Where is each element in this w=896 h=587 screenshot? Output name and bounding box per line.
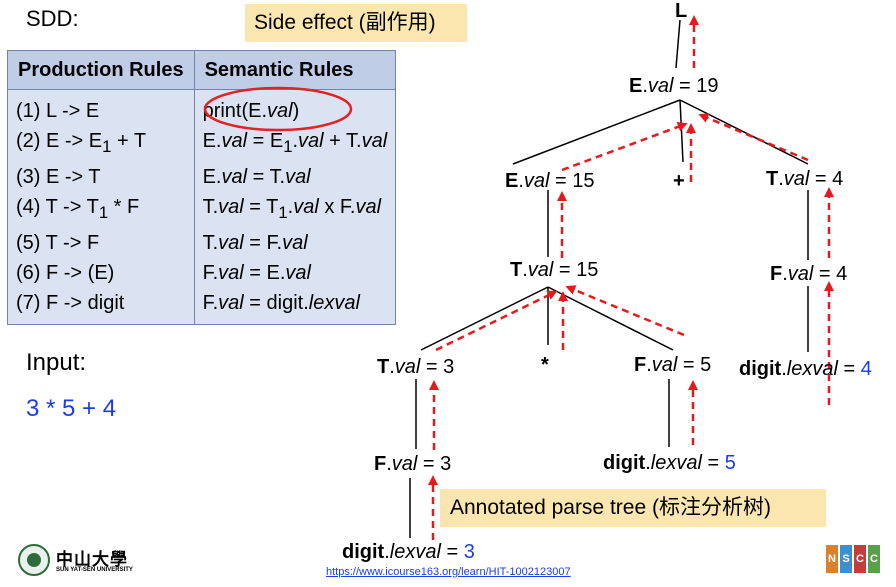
input-expression: 3 * 5 + 4: [26, 395, 117, 422]
production-rule-6: (6) F -> (E): [16, 262, 115, 284]
node-f-5: F.val = 5: [634, 354, 711, 376]
semantic-rule-7: F.val = digit.lexval: [202, 292, 360, 314]
nscc-letter-c2: C: [868, 545, 880, 573]
node-digit-5: digit.lexval = 5: [603, 452, 736, 474]
node-digit-3: digit.lexval = 3: [342, 541, 475, 563]
production-rule-4: (4) T -> T1 * F: [16, 196, 140, 222]
production-rule-5: (5) T -> F: [16, 232, 100, 254]
input-label: Input:: [26, 349, 87, 376]
node-e-15: E.val = 15: [505, 170, 595, 192]
node-star: *: [541, 354, 549, 376]
side-effect-callout: Side effect (副作用): [245, 4, 467, 42]
node-t-4: T.val = 4: [766, 168, 843, 190]
production-rules-header: Production Rules: [7, 50, 195, 90]
nscc-letter-c1: C: [854, 545, 866, 573]
university-logo: 中山大學 SUN YAT-SEN UNIVERSITY: [18, 544, 138, 580]
node-t-3: T.val = 3: [377, 356, 454, 378]
nscc-letter-n: N: [826, 545, 838, 573]
production-rule-7: (7) F -> digit: [16, 292, 125, 314]
semantic-rule-3: E.val = T.val: [202, 166, 311, 188]
university-seal-icon: [18, 544, 50, 576]
semantic-rule-1: print(E.val): [202, 100, 300, 122]
rules-header-row: Production Rules Semantic Rules: [7, 50, 397, 90]
tree-edges: [409, 19, 809, 538]
print-highlight-ellipse: [203, 86, 353, 132]
node-plus: +: [673, 170, 685, 192]
course-url-link[interactable]: https://www.icourse163.org/learn/HIT-100…: [326, 566, 571, 578]
university-name-en: SUN YAT-SEN UNIVERSITY: [56, 567, 133, 573]
semantic-rule-5: T.val = F.val: [202, 232, 308, 254]
node-l: L: [675, 0, 687, 22]
production-rule-2: (2) E -> E1 + T: [16, 130, 147, 156]
node-digit-4: digit.lexval = 4: [739, 358, 872, 380]
semantic-rule-4: T.val = T1.val x F.val: [202, 196, 382, 222]
production-rule-1: (1) L -> E: [16, 100, 100, 122]
node-f-4: F.val = 4: [770, 263, 847, 285]
sdd-label: SDD:: [26, 6, 79, 31]
node-f-3: F.val = 3: [374, 453, 451, 475]
synthesis-arrows: [428, 15, 834, 540]
semantic-rule-2: E.val = E1.val + T.val: [202, 130, 388, 156]
node-e-19: E.val = 19: [629, 75, 719, 97]
production-rule-3: (3) E -> T: [16, 166, 101, 188]
semantic-rules-header: Semantic Rules: [193, 50, 397, 90]
university-name-cn: 中山大學: [56, 550, 128, 570]
semantic-rule-6: F.val = E.val: [202, 262, 311, 284]
nscc-letter-s: S: [840, 545, 852, 573]
annotated-parse-tree-callout: Annotated parse tree (标注分析树): [440, 489, 826, 527]
production-rules-cell: (1) L -> E (2) E -> E1 + T (3) E -> T (4…: [7, 89, 195, 325]
node-t-15: T.val = 15: [510, 259, 598, 281]
